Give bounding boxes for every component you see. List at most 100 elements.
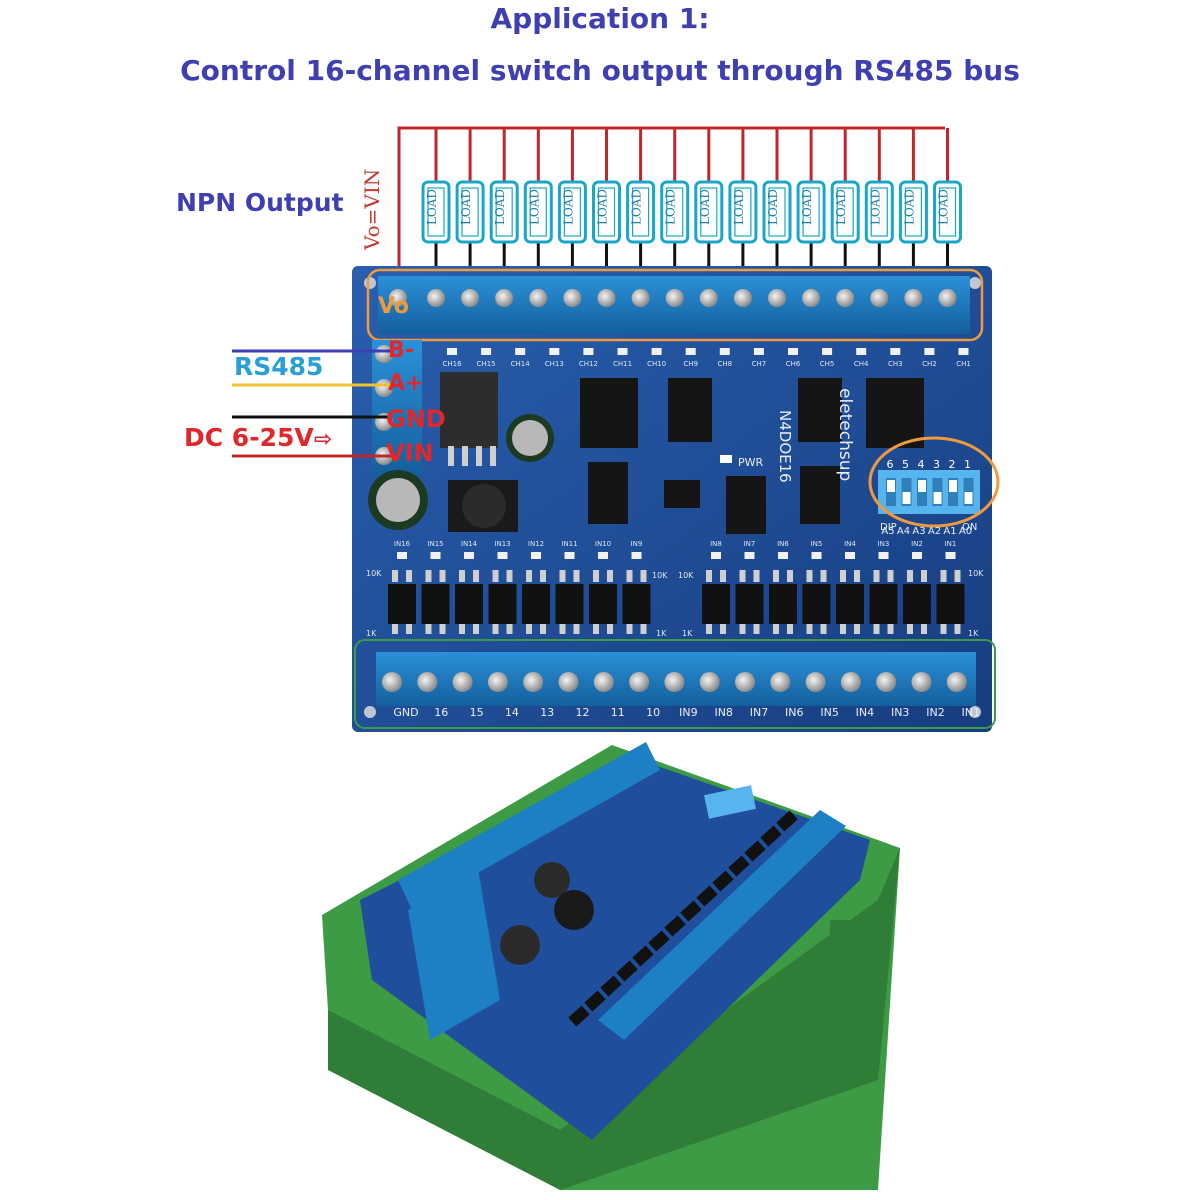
screw-icon[interactable] [597, 289, 616, 307]
external-wires [232, 349, 392, 458]
screw-icon[interactable] [938, 289, 957, 307]
address-label: A1 [943, 526, 956, 537]
dip-switch[interactable] [868, 436, 1000, 528]
load-label: LOAD [527, 189, 541, 225]
screw-icon[interactable] [629, 672, 650, 692]
optocoupler [388, 584, 416, 624]
terminal-gnd: GND [386, 405, 446, 433]
screw-icon[interactable] [487, 672, 508, 692]
resistor-label: 10K [968, 569, 984, 578]
input-terminal-label: 12 [576, 706, 590, 719]
screw-icon[interactable] [802, 289, 821, 307]
load-label: LOAD [834, 189, 848, 225]
screw-icon[interactable] [495, 289, 514, 307]
led-icon [822, 348, 833, 355]
led-icon [564, 552, 575, 559]
led-icon [651, 348, 662, 355]
led-icon [711, 552, 721, 559]
screw-icon[interactable] [805, 672, 826, 692]
output-channel-label: CH6 [786, 360, 801, 368]
load-label: LOAD [732, 189, 746, 225]
screw-icon[interactable] [770, 672, 791, 692]
screw-icon[interactable] [665, 289, 684, 307]
screw-icon[interactable] [417, 672, 438, 692]
load-box: LOAD [523, 180, 553, 244]
screw-icon[interactable] [529, 289, 548, 307]
led-icon [583, 348, 594, 355]
load-box: LOAD [796, 180, 826, 244]
screw-icon[interactable] [911, 672, 932, 692]
screw-icon[interactable] [768, 289, 786, 307]
input-channel-label: IN7 [744, 540, 756, 548]
input-channel-label: IN1 [945, 540, 957, 548]
led-icon [531, 552, 541, 559]
resistor-label: 10K [366, 569, 382, 578]
model-label: N4DOE16 [776, 410, 794, 483]
load-label: LOAD [937, 189, 951, 225]
dip-number: 1 [964, 458, 971, 471]
load-label: LOAD [902, 189, 916, 225]
load-box: LOAD [557, 180, 587, 244]
screw-icon[interactable] [735, 672, 755, 692]
screw-icon[interactable] [461, 289, 480, 307]
screw-icon[interactable] [389, 289, 407, 307]
page-title: Application 1: [490, 2, 710, 35]
screw-icon[interactable] [563, 289, 582, 307]
input-terminal-label: IN3 [891, 706, 909, 719]
screw-icon[interactable] [733, 289, 752, 307]
screw-icon[interactable] [558, 672, 579, 692]
optocoupler [836, 584, 864, 624]
vo-terminal-label: Vo [378, 294, 409, 319]
input-channel-label: IN14 [461, 540, 478, 548]
optocoupler [769, 584, 797, 624]
screw-icon[interactable] [664, 672, 685, 692]
optocoupler [622, 584, 651, 624]
load-box: LOAD [489, 180, 519, 244]
input-channel-label: IN10 [595, 540, 611, 548]
led-icon [397, 552, 407, 559]
dip-highlight-outline [868, 436, 1000, 528]
screw-icon[interactable] [836, 289, 855, 307]
screw-icon[interactable] [946, 672, 967, 692]
screw-icon[interactable] [427, 289, 445, 307]
resistor-label: 1K [682, 629, 693, 638]
screw-icon[interactable] [593, 672, 614, 692]
screw-icon[interactable] [876, 672, 897, 692]
screw-icon[interactable] [870, 289, 889, 307]
optocoupler [903, 584, 931, 624]
load-box: LOAD [728, 180, 758, 244]
output-channel-label: CH14 [511, 360, 531, 368]
output-channel-label: CH4 [854, 360, 869, 368]
optocoupler [589, 584, 617, 624]
led-icon [811, 552, 822, 559]
load-box: LOAD [864, 180, 894, 244]
dip-caption-left: DIP [880, 522, 897, 533]
load-label: LOAD [493, 189, 507, 225]
dip-number: 6 [887, 458, 894, 471]
output-channel-label: CH12 [579, 360, 598, 368]
optocoupler [522, 584, 550, 624]
load-box: LOAD [626, 180, 656, 244]
load-label: LOAD [766, 189, 780, 225]
optocoupler [735, 584, 764, 624]
screw-icon[interactable] [699, 289, 718, 307]
dc-supply-label: DC 6-25V⇨ [184, 423, 332, 452]
screw-icon[interactable] [382, 672, 402, 692]
address-label: A5 [881, 526, 894, 537]
screw-icon[interactable] [631, 289, 650, 307]
led-icon [890, 348, 901, 355]
screw-icon[interactable] [840, 672, 861, 692]
output-channel-label: CH2 [922, 360, 937, 368]
input-terminal-label: 15 [470, 706, 484, 719]
led-icon [845, 552, 855, 559]
load-label: LOAD [459, 189, 473, 225]
screw-icon[interactable] [452, 672, 473, 692]
optocoupler [936, 584, 965, 624]
screw-icon[interactable] [904, 289, 923, 307]
screw-icon[interactable] [699, 672, 720, 692]
input-channel-label: IN2 [911, 540, 923, 548]
output-channel-label: CH15 [477, 360, 496, 368]
load-boxes: LOAD LOAD LOAD LOAD LOAD LOAD LOAD LOAD LOAD LOAD… [421, 180, 962, 244]
output-channel-label: CH7 [752, 360, 767, 368]
screw-icon[interactable] [523, 672, 544, 692]
